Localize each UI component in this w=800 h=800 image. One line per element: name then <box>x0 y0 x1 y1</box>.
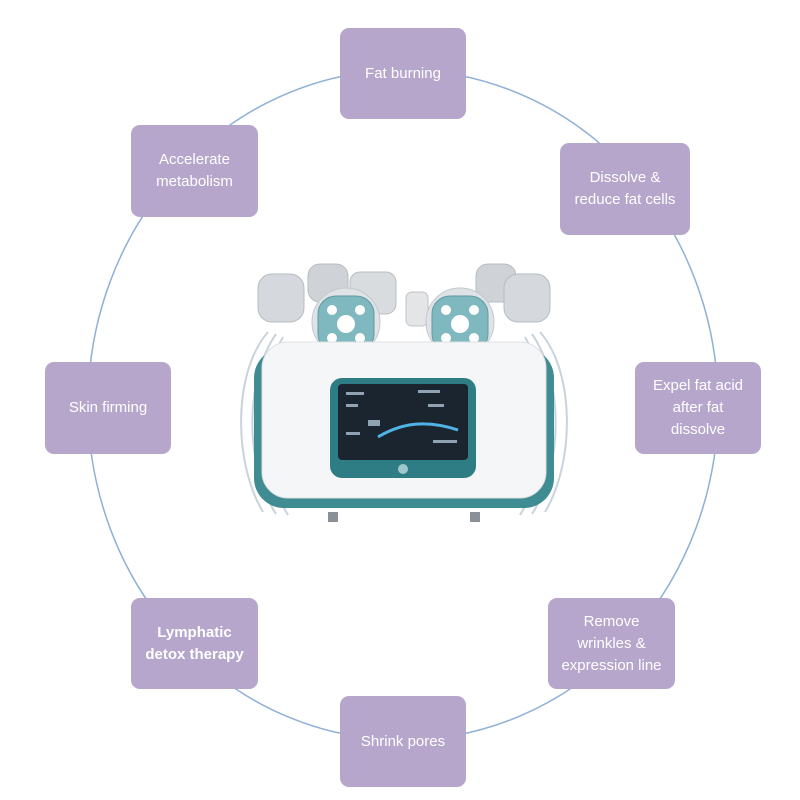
node-skin-firming: Skin firming <box>45 362 171 454</box>
node-dissolve-fat-cells: Dissolve & reduce fat cells <box>560 143 690 235</box>
device-image <box>240 263 568 522</box>
node-shrink-pores: Shrink pores <box>340 696 466 787</box>
node-lymphatic-detox: Lymphatic detox therapy <box>131 598 258 689</box>
node-expel-fat-acid: Expel fat acid after fat dissolve <box>635 362 761 454</box>
node-accelerate-metabolism: Accelerate metabolism <box>131 125 258 217</box>
node-fat-burning: Fat burning <box>340 28 466 119</box>
node-remove-wrinkles: Remove wrinkles & expression line <box>548 598 675 689</box>
